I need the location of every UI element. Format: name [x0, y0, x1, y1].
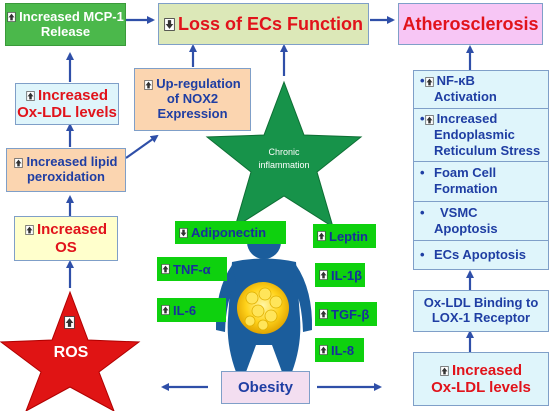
tgfb-tag: TGF-β [315, 302, 377, 326]
chronic-line1: Chronic [268, 147, 300, 157]
nfkb-line2: Activation [434, 89, 497, 104]
arrow-lipid-to-nox2 [125, 134, 159, 159]
right-oxldl-line2: Ox-LDL levels [431, 379, 531, 396]
chronic-inflammation-label: Chronic inflammation [246, 146, 322, 171]
mcp1-release-box: Increased MCP-1 Release [5, 3, 126, 46]
athero-label: Atherosclerosis [402, 13, 539, 34]
up-arrow-icon [14, 157, 24, 168]
up-arrow-icon [424, 76, 434, 87]
fat-cells-icon [237, 282, 289, 334]
ros-star [0, 290, 141, 411]
mcp1-line1: Increased MCP-1 Release [19, 8, 124, 39]
il8-tag: IL-8 [315, 338, 364, 362]
left-oxldl-line2: Ox-LDL levels [17, 104, 117, 121]
tnf-label: TNF-α [173, 261, 211, 277]
right-oxldl-box: Increased Ox-LDL levels [413, 352, 549, 406]
up-arrow-icon [26, 90, 35, 101]
os-line1: Increased [36, 221, 108, 239]
il1b-label: IL-1β [331, 267, 363, 283]
up-arrow-icon [319, 309, 328, 319]
lox1-line1: Ox-LDL Binding to [423, 295, 539, 311]
ros-label: ROS [53, 344, 89, 361]
lipid-line1: Increased lipid [26, 154, 118, 170]
leptin-label: Leptin [329, 228, 368, 244]
up-arrow-icon [7, 12, 16, 23]
ecs-apoptosis-item: • ECs Apoptosis [420, 247, 526, 262]
nfkb-item: •NF-κB Activation [414, 71, 548, 109]
er-line2: Endoplasmic [434, 127, 515, 142]
up-arrow-icon [317, 231, 326, 241]
left-oxldl-box: Increased Ox-LDL levels [15, 83, 119, 125]
loss-ecs-function-box: Loss of ECs Function [158, 3, 369, 45]
il6-label: IL-6 [173, 302, 197, 318]
chronic-inflammation-star [205, 80, 363, 229]
foam-cell-item: • Foam Cell Formation [414, 161, 548, 202]
tgfb-label: TGF-β [331, 306, 370, 322]
er-line3: Reticulum Stress [434, 143, 541, 158]
up-arrow-icon [64, 316, 75, 330]
up-arrow-icon [319, 270, 328, 280]
right-mechanisms-column: •NF-κB Activation •Increased Endoplasmic… [413, 70, 549, 270]
nox2-line3: Expression [157, 105, 228, 121]
os-line2: OS [55, 238, 77, 256]
lox1-line2: LOX-1 Receptor [431, 310, 531, 325]
foam-line2: Formation [434, 181, 498, 196]
nfkb-line1: NF-κB [436, 73, 475, 88]
up-arrow-icon [161, 264, 170, 274]
atherosclerosis-box: Atherosclerosis [398, 3, 543, 45]
il1b-tag: IL-1β [315, 263, 365, 287]
obesity-label: Obesity [237, 378, 294, 396]
up-arrow-icon [319, 345, 328, 355]
right-oxldl-line1: Increased [451, 361, 523, 379]
obesity-box: Obesity [221, 371, 310, 404]
foam-line1: Foam Cell [434, 165, 497, 180]
vsmc-line1: VSMC [440, 205, 478, 220]
il8-label: IL-8 [331, 342, 355, 358]
vsmc-apoptosis-item: • VSMC Apoptosis [414, 201, 548, 241]
ecsapop-label: ECs Apoptosis [434, 247, 526, 262]
nox2-line1: Up-regulation [156, 76, 241, 92]
adiponectin-tag: Adiponectin [175, 221, 286, 244]
up-arrow-icon [440, 365, 449, 376]
up-arrow-icon [161, 305, 170, 315]
up-arrow-icon [424, 114, 434, 125]
lipid-peroxidation-box: Increased lipid peroxidation [6, 148, 126, 192]
adiponectin-label: Adiponectin [191, 225, 267, 240]
down-arrow-icon [164, 18, 175, 32]
chronic-line2: inflammation [258, 159, 310, 170]
il6-tag: IL-6 [157, 298, 226, 322]
ros-up-arrow [64, 314, 78, 332]
up-arrow-icon [144, 79, 153, 90]
vsmc-line2: Apoptosis [434, 221, 498, 236]
lox1-receptor-box: Ox-LDL Binding to LOX-1 Receptor [413, 290, 549, 332]
ecs-label: Loss of ECs Function [177, 13, 363, 34]
er-line1: Increased [436, 111, 498, 126]
increased-os-box: Increased OS [14, 216, 118, 261]
up-arrow-icon [25, 225, 34, 236]
er-stress-item: •Increased Endoplasmic Reticulum Stress [414, 108, 548, 162]
leptin-tag: Leptin [313, 224, 376, 248]
left-oxldl-line1: Increased [37, 86, 109, 104]
tnf-tag: TNF-α [157, 257, 227, 281]
nox2-line2: of NOX2 [166, 91, 219, 107]
nox2-expression-box: Up-regulation of NOX2 Expression [134, 68, 251, 131]
down-arrow-icon [179, 227, 188, 238]
lipid-line2: peroxidation [26, 169, 105, 184]
